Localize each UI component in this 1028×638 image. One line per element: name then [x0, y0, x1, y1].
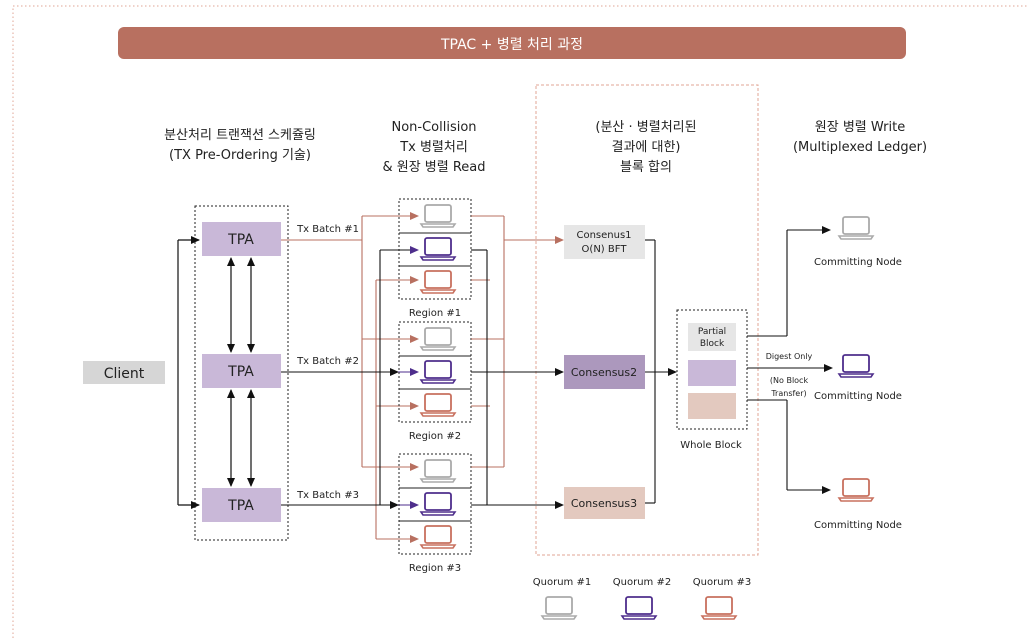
- tpa-box-1: [202, 222, 281, 256]
- banner-title: TPAC + 병렬 처리 과정: [440, 37, 583, 53]
- laptop-icon: [838, 354, 874, 378]
- block-part-salmon: [688, 393, 736, 419]
- col3-header-line2: 결과에 대한): [611, 140, 680, 155]
- region-label-2: Region #2: [409, 431, 461, 442]
- laptop-icon: [621, 596, 657, 620]
- node-label-3: Committing Node: [814, 520, 902, 531]
- consensus3-label: Consensus3: [571, 497, 637, 510]
- partial-line2: Block: [700, 339, 725, 349]
- tpa-label-2: TPA: [227, 364, 254, 380]
- consensus3-box: [564, 487, 645, 519]
- col3-header-line3: 블록 합의: [620, 160, 672, 175]
- col2-header-line3: & 원장 병렬 Read: [382, 160, 485, 175]
- laptop-icon: [420, 270, 456, 294]
- laptop-icon: [420, 237, 456, 261]
- client-label: Client: [104, 366, 145, 382]
- region-label-3: Region #3: [409, 563, 461, 574]
- col2-header-line1: Non-Collision: [391, 120, 476, 135]
- tpa-label-1: TPA: [227, 232, 254, 248]
- col1-header-line1: 분산처리 트랜잭션 스케쥴링: [164, 128, 316, 143]
- col1-header-line2: (TX Pre-Ordering 기술): [169, 148, 311, 163]
- partial-line1: Partial: [698, 327, 726, 337]
- col3-header-line1: (분산 · 병렬처리된: [595, 120, 696, 135]
- quorum-label-3: Quorum #3: [693, 577, 751, 588]
- consensus-region-border: [535, 84, 759, 556]
- node-label-2: Committing Node: [814, 391, 902, 402]
- col4-header-line2: (Multiplexed Ledger): [793, 140, 927, 155]
- laptop-icon: [420, 525, 456, 549]
- laptop-icon: [420, 459, 456, 483]
- laptop-icon: [838, 478, 874, 502]
- digest-line2: (No Block: [770, 376, 809, 385]
- partial-block-box: [688, 323, 736, 351]
- laptop-icon: [420, 327, 456, 351]
- tpa-box-2: [202, 354, 281, 388]
- block-part-purple: [688, 360, 736, 386]
- col4-header-line1: 원장 병렬 Write: [815, 120, 905, 135]
- quorum-label-1: Quorum #1: [533, 577, 591, 588]
- page-border: [12, 5, 1028, 638]
- node-label-1: Committing Node: [814, 257, 902, 268]
- laptop-icon: [541, 596, 577, 620]
- tpa-group-border: [194, 205, 289, 541]
- consensus2-label: Consensus2: [571, 366, 637, 379]
- laptop-icon: [420, 393, 456, 417]
- batch-label-2: Tx Batch #2: [296, 356, 359, 367]
- consensus2-box: [564, 355, 645, 389]
- batch-label-3: Tx Batch #3: [296, 490, 359, 501]
- title-banner: [118, 27, 906, 59]
- region-3-border: [398, 453, 472, 555]
- region-label-1: Region #1: [409, 308, 461, 319]
- laptop-icon: [838, 216, 874, 240]
- tpa-label-3: TPA: [227, 498, 254, 514]
- batch-label-1: Tx Batch #1: [296, 224, 359, 235]
- digest-line3: Transfer): [770, 389, 806, 398]
- digest-line1: Digest Only: [766, 352, 813, 361]
- client-box: [83, 361, 165, 384]
- region-1-border: [398, 198, 472, 300]
- consensus1-line1: Consenus1: [576, 230, 631, 241]
- laptop-icon: [701, 596, 737, 620]
- consensus1-box: [564, 225, 645, 259]
- laptop-icon: [420, 360, 456, 384]
- tpa-box-3: [202, 488, 281, 522]
- consensus1-line2: O(N) BFT: [582, 244, 628, 255]
- laptop-icon: [420, 492, 456, 516]
- whole-block-label: Whole Block: [680, 440, 742, 451]
- quorum-label-2: Quorum #2: [613, 577, 671, 588]
- col2-header-line2: Tx 병렬처리: [399, 140, 468, 155]
- laptop-icon: [420, 204, 456, 228]
